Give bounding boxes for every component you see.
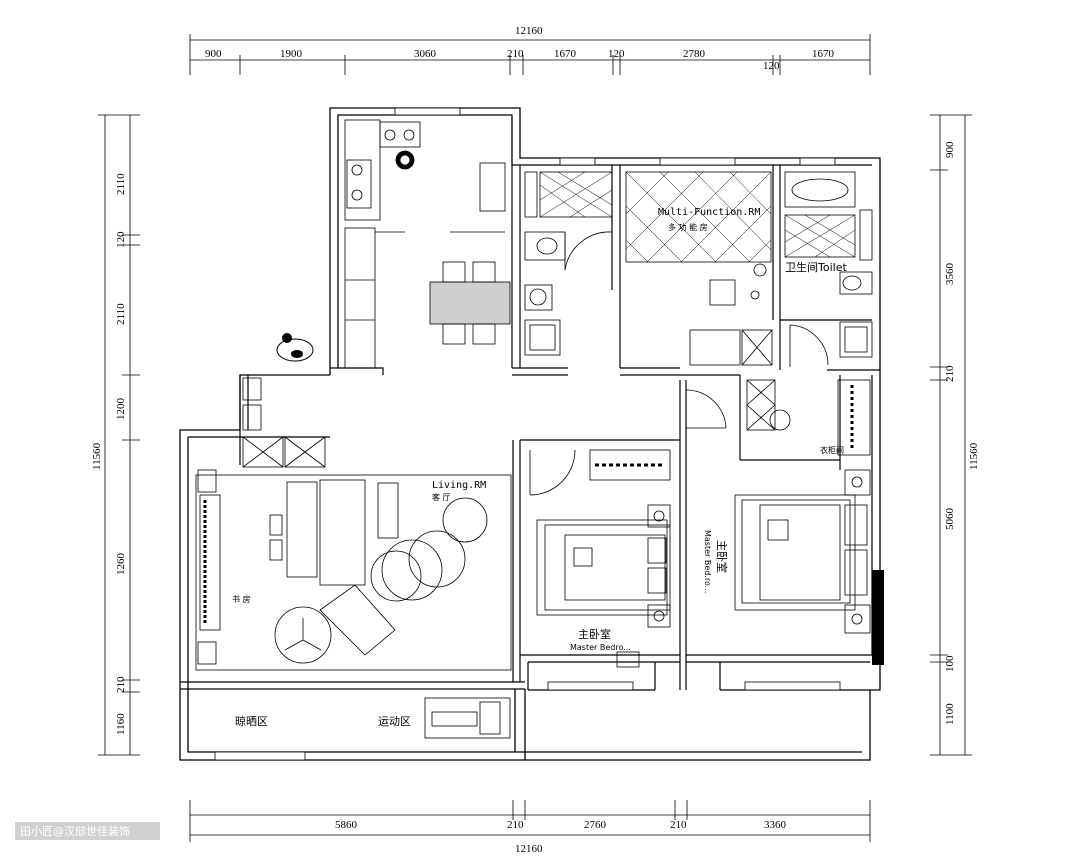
washer-icon bbox=[529, 288, 547, 306]
top-dim-3: 3060 bbox=[414, 48, 437, 60]
left-dim-1: 2110 bbox=[115, 173, 127, 195]
exercise-area-label: 运动区 bbox=[378, 715, 411, 728]
top-dim-extra: 120 bbox=[763, 60, 780, 72]
left-total-dim: 11560 bbox=[91, 442, 103, 470]
left-dim-7: 1160 bbox=[115, 713, 127, 735]
second-bedroom-label-cn: 主卧室 bbox=[715, 540, 729, 573]
toilet-1 bbox=[524, 171, 613, 356]
second-bedroom-label-en: Master Bed.ro... bbox=[703, 530, 712, 593]
exterior-walls bbox=[179, 107, 881, 761]
right-dim-5: 100 bbox=[944, 655, 956, 672]
kitchen bbox=[344, 119, 511, 369]
balcony bbox=[424, 697, 511, 739]
bottom-dim-3: 2760 bbox=[584, 819, 607, 831]
stove-burner-icon bbox=[351, 164, 363, 176]
right-dim-6: 1100 bbox=[944, 703, 956, 725]
left-dim-5: 1260 bbox=[115, 553, 127, 576]
windows bbox=[214, 107, 841, 761]
bottom-dim-2: 210 bbox=[507, 819, 524, 831]
sink-icon bbox=[384, 129, 396, 141]
top-dim-1: 900 bbox=[205, 48, 222, 60]
top-dim-6: 120 bbox=[608, 48, 625, 60]
left-dim-3: 2110 bbox=[115, 303, 127, 325]
top-dim-5: 1670 bbox=[554, 48, 577, 60]
bottom-dim-4: 210 bbox=[670, 819, 687, 831]
top-total-dim: 12160 bbox=[515, 25, 543, 37]
living-label-cn: 客 厅 bbox=[432, 492, 451, 502]
top-dimension-lines bbox=[189, 34, 871, 75]
bottom-dim-5: 3360 bbox=[764, 819, 787, 831]
top-dim-7: 2780 bbox=[683, 48, 706, 60]
watermark: 田小匠@汉邸世佳装饰 bbox=[20, 824, 130, 838]
master-bedroom bbox=[529, 449, 671, 668]
watermark-bg bbox=[15, 822, 160, 840]
bottom-total-dim: 12160 bbox=[515, 843, 543, 855]
second-bedroom bbox=[685, 379, 871, 634]
left-dim-2: 120 bbox=[115, 231, 127, 248]
wardrobe-label: 衣柜间 bbox=[820, 445, 844, 455]
bottom-dimension-lines bbox=[189, 800, 871, 842]
top-dim-2: 1900 bbox=[280, 48, 303, 60]
master-bedroom-label-cn: 主卧室 bbox=[578, 627, 611, 641]
living-room bbox=[195, 377, 512, 671]
right-dim-4: 5060 bbox=[944, 508, 956, 531]
right-dim-1: 900 bbox=[944, 141, 956, 158]
top-dim-8: 1670 bbox=[812, 48, 835, 60]
bathtub-icon bbox=[791, 178, 849, 202]
toilet-2 bbox=[784, 171, 873, 367]
drying-area-label: 晾晒区 bbox=[235, 714, 268, 728]
study-label-cn: 书 房 bbox=[232, 594, 251, 604]
top-dim-4: 210 bbox=[507, 48, 524, 60]
living-label-en: Living.RM bbox=[432, 480, 486, 491]
right-total-dim: 11560 bbox=[968, 442, 980, 470]
left-dim-4: 1200 bbox=[115, 398, 127, 421]
multi-function-label-en: Multi-Function.RM bbox=[658, 207, 760, 218]
right-dimension-lines bbox=[930, 114, 972, 756]
multi-function-room bbox=[625, 171, 773, 366]
multi-function-label-cn: 多 功 能 房 bbox=[668, 222, 708, 232]
left-dimension-lines bbox=[98, 114, 140, 756]
master-bedroom-label-en: Master Bedro... bbox=[570, 643, 631, 652]
left-dim-6: 210 bbox=[115, 676, 127, 693]
toilet-label: 卫生间Toilet bbox=[785, 260, 847, 274]
right-dim-3: 210 bbox=[944, 365, 956, 382]
dining-island bbox=[429, 281, 511, 325]
right-dim-2: 3560 bbox=[944, 263, 956, 286]
robot-vacuum-icon bbox=[276, 333, 314, 362]
dark-wall-column bbox=[872, 570, 884, 665]
bottom-dim-1: 5860 bbox=[335, 819, 358, 831]
